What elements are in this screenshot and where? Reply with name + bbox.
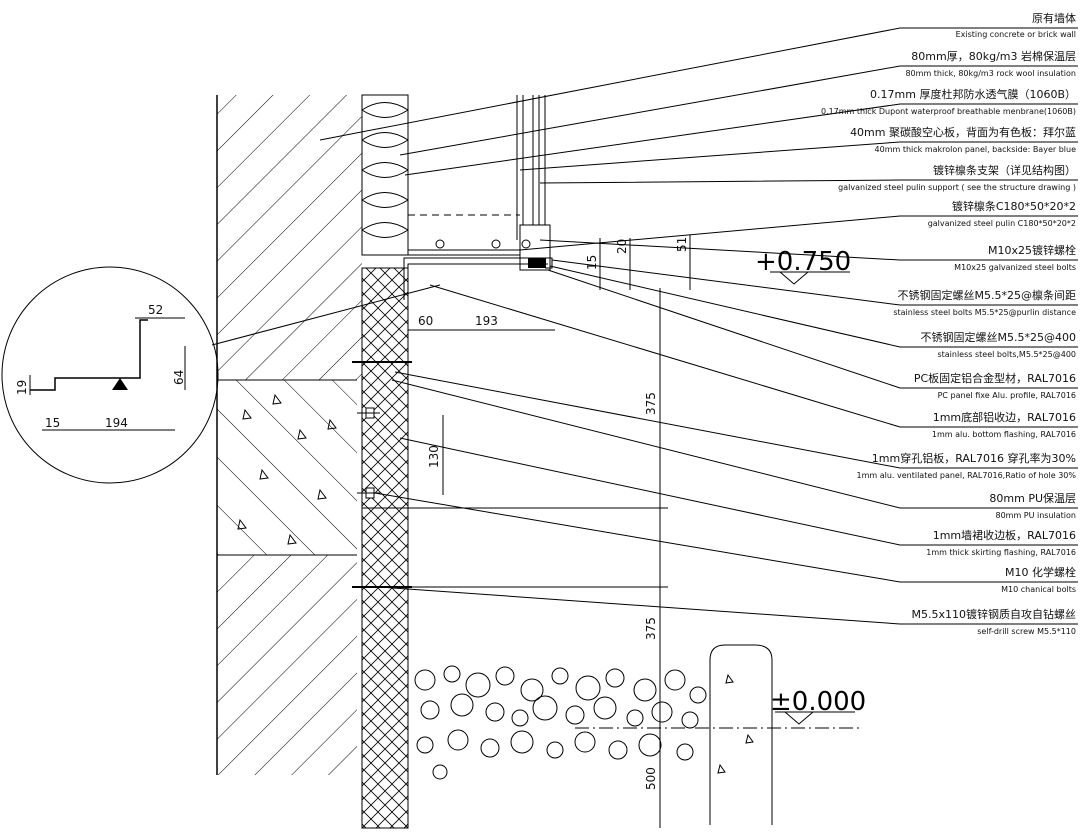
- label-ss-bolts-400-cn: 不锈钢固定螺丝M5.5*25@400: [921, 330, 1076, 344]
- label-purlin-support-cn: 镀锌檩条支架（详见结构图）: [933, 163, 1076, 177]
- dim-130: 130: [427, 445, 441, 468]
- dim-15: 15: [585, 255, 599, 270]
- svg-text:+0.750: +0.750: [755, 247, 851, 277]
- label-wall-en: Existing concrete or brick wall: [956, 30, 1076, 39]
- annotation-leaders: [319, 27, 1078, 625]
- label-membrane-en: 0.17mm thick Dupont waterproof breathabl…: [821, 107, 1076, 116]
- label-ss-bolts-purlin-en: stainless steel bolts M5.5*25@purlin dis…: [893, 308, 1076, 317]
- dim-60: 60: [418, 314, 433, 328]
- pu-insulation-panel: [361, 267, 409, 829]
- label-wall-cn: 原有墙体: [1032, 11, 1076, 25]
- screws: [352, 361, 412, 588]
- dimension-texts: 15 20 51 60 193 130 375 375 500: [418, 237, 689, 790]
- detail-dim-15: 15: [45, 416, 60, 430]
- label-perforated-panel-en: 1mm alu. ventilated panel, RAL7016,Ratio…: [856, 471, 1076, 480]
- detail-dim-52: 52: [148, 303, 163, 317]
- flashing-detail-callout: 52 64 19 15 194: [1, 266, 441, 484]
- label-membrane-cn: 0.17mm 厚度杜邦防水透气膜（1060B）: [870, 87, 1076, 101]
- dim-20: 20: [615, 239, 629, 254]
- dim-51: 51: [675, 237, 689, 252]
- dim-375-lower: 375: [644, 617, 658, 640]
- label-self-drill-screw-cn: M5.5x110镀锌钢质自攻自钻螺丝: [912, 607, 1077, 621]
- level-marker-top: +0.750: [755, 247, 851, 285]
- label-chemical-bolts-en: M10 chanical bolts: [1001, 585, 1076, 594]
- label-self-drill-screw-en: self-drill screw M5.5*110: [977, 627, 1076, 636]
- label-ss-bolts-400-en: stainless steel bolts,M5.5*25@400: [937, 350, 1076, 359]
- label-m10-bolts-cn: M10x25镀锌螺栓: [988, 243, 1076, 257]
- label-purlin-cn: 镀锌檩条C180*50*20*2: [952, 199, 1076, 213]
- label-pu-insulation-cn: 80mm PU保温层: [989, 491, 1076, 505]
- label-purlin-en: galvanized steel pulin C180*50*20*2: [928, 219, 1076, 228]
- label-bottom-flashing-cn: 1mm底部铝收边，RAL7016: [933, 410, 1076, 424]
- label-purlin-support-en: galvanized steel pulin support ( see the…: [838, 183, 1076, 192]
- detail-dim-194: 194: [105, 416, 128, 430]
- label-perforated-panel-cn: 1mm穿孔铝板，RAL7016 穿孔率为30%: [872, 451, 1076, 465]
- label-rockwool-cn: 80mm厚，80kg/m3 岩棉保温层: [911, 49, 1076, 63]
- label-skirting-en: 1mm thick skirting flashing, RAL7016: [926, 548, 1076, 557]
- dim-193: 193: [475, 314, 498, 328]
- concrete-aggregate-marks: [237, 393, 337, 545]
- label-pu-insulation-en: 80mm PU insulation: [995, 511, 1076, 520]
- label-ss-bolts-purlin-cn: 不锈钢固定螺丝M5.5*25@檩条间距: [898, 288, 1076, 302]
- level-marker-ground: ±0.000: [770, 687, 866, 725]
- label-m10-bolts-en: M10x25 galvanized steel bolts: [954, 263, 1076, 272]
- label-makrolon-en: 40mm thick makrolon panel, backside: Bay…: [875, 145, 1077, 154]
- label-bottom-flashing-en: 1mm alu. bottom flashing, RAL7016: [932, 430, 1076, 439]
- bottom-flashing: [403, 257, 553, 300]
- label-makrolon-cn: 40mm 聚碳酸空心板，背面为有色板：拜尔蓝: [850, 125, 1076, 139]
- svg-text:±0.000: ±0.000: [770, 687, 866, 717]
- gravel-fill: [414, 665, 707, 780]
- label-chemical-bolts-cn: M10 化学螺栓: [1005, 565, 1076, 579]
- dim-500: 500: [644, 767, 658, 790]
- label-alu-profile-en: PC panel fixe Alu. profile, RAL7016: [938, 391, 1076, 400]
- label-skirting-cn: 1mm墙裙收边板，RAL7016: [933, 528, 1076, 542]
- detail-dim-64: 64: [172, 370, 186, 385]
- concrete-curb: [709, 644, 773, 825]
- existing-wall: [216, 95, 362, 775]
- annotation-labels: 原有墙体 Existing concrete or brick wall 80m…: [821, 11, 1076, 636]
- purlin-bracket: [407, 224, 551, 271]
- label-rockwool-en: 80mm thick, 80kg/m3 rock wool insulation: [905, 69, 1076, 78]
- label-alu-profile-cn: PC板固定铝合金型材，RAL7016: [914, 371, 1076, 385]
- dim-375-upper: 375: [644, 392, 658, 415]
- rock-wool-insulation: [361, 94, 409, 256]
- makrolon-panel: [408, 95, 546, 240]
- detail-dim-19: 19: [15, 380, 29, 395]
- dimension-lines: [408, 235, 691, 828]
